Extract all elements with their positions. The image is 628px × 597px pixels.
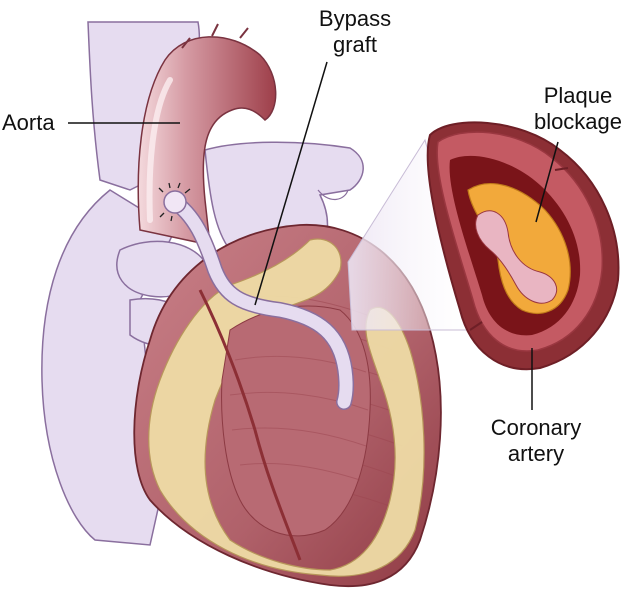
coronary-artery-label: Coronary artery (480, 415, 592, 467)
plaque-blockage-label: Plaque blockage (526, 83, 628, 135)
plaque-label-line-1: Plaque (526, 83, 628, 109)
bypass-graft-label: Bypass graft (300, 6, 410, 58)
plaque-label-line-2: blockage (526, 109, 628, 135)
bypass-label-line-1: Bypass (300, 6, 410, 32)
bypass-label-line-2: graft (300, 32, 410, 58)
aorta-label-text: Aorta (2, 110, 55, 135)
artery-cross-section (428, 122, 619, 369)
aorta-label: Aorta (2, 110, 55, 136)
coronary-label-line-2: artery (480, 441, 592, 467)
coronary-label-line-1: Coronary (480, 415, 592, 441)
